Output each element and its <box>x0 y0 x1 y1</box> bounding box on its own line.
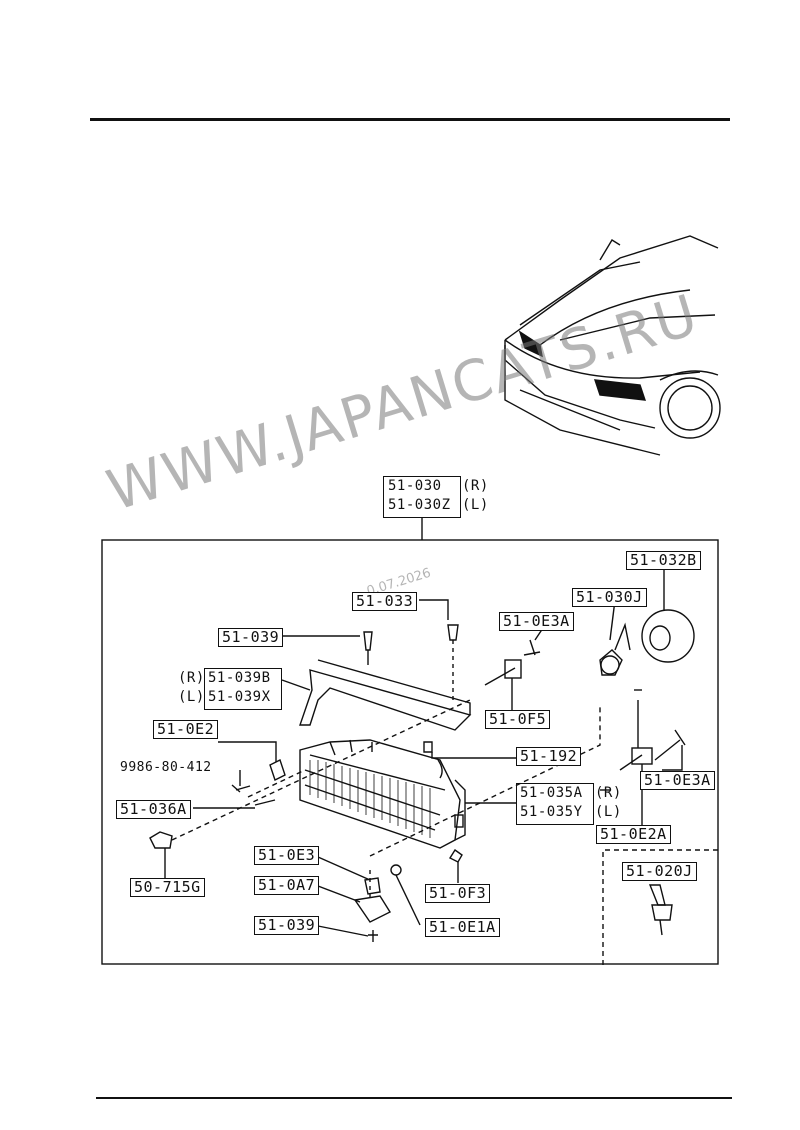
part-label-screw-039-bottom: 51-039 <box>254 916 320 935</box>
assembly-label-box <box>383 476 461 518</box>
car-front-illustration <box>504 235 721 456</box>
part-label-lens-l: 51-035Y <box>520 804 583 820</box>
assembly-l-code: 51-030Z <box>388 497 451 513</box>
part-label-trim-l: 51-039X <box>208 689 271 705</box>
part-label-bolt-9986: 9986-80-412 <box>120 760 212 775</box>
part-label-clip-0e3: 51-0E3 <box>254 846 320 865</box>
part-label-screw-033: 51-033 <box>352 592 418 611</box>
part-label-screw-0e1a: 51-0E1A <box>425 918 500 937</box>
part-label-trim-r: 51-039B <box>208 670 271 686</box>
lens-l-side: (L) <box>595 804 622 820</box>
part-label-bracket-0a7: 51-0A7 <box>254 876 320 895</box>
trim-r-side: (R) <box>178 670 205 686</box>
part-label-screw-036a: 51-036A <box>116 800 191 819</box>
lens-r-side: (R) <box>595 785 622 801</box>
part-label-holder-715g: 50-715G <box>130 878 205 897</box>
part-label-bulb-020j: 51-020J <box>622 862 697 881</box>
trim-l-side: (L) <box>178 689 205 705</box>
part-label-bolt-0e3a-top: 51-0E3A <box>499 612 574 631</box>
lens-label-box <box>516 783 594 825</box>
trim-label-box <box>204 668 282 710</box>
top-rule <box>90 118 730 121</box>
bottom-rule <box>96 1097 732 1099</box>
part-label-reflector: 51-032B <box>626 551 701 570</box>
assembly-r-side: (R) <box>462 478 489 494</box>
assembly-l-side: (L) <box>462 497 489 513</box>
part-label-192: 51-192 <box>516 747 582 766</box>
part-label-lens-r: 51-035A <box>520 785 583 801</box>
part-label-nut-0f3: 51-0F3 <box>425 884 491 903</box>
part-label-bulb-socket: 51-030J <box>572 588 647 607</box>
headlamp-housing <box>299 739 466 849</box>
part-label-clip-0e2: 51-0E2 <box>153 720 219 739</box>
assembly-r-code: 51-030 <box>388 478 442 494</box>
part-label-bolt-0e3a-right: 51-0E3A <box>640 771 715 790</box>
part-label-screw-039-top: 51-039 <box>218 628 284 647</box>
part-label-adjuster-0f5: 51-0F5 <box>485 710 551 729</box>
part-label-adjuster-0e2a: 51-0E2A <box>596 825 671 844</box>
